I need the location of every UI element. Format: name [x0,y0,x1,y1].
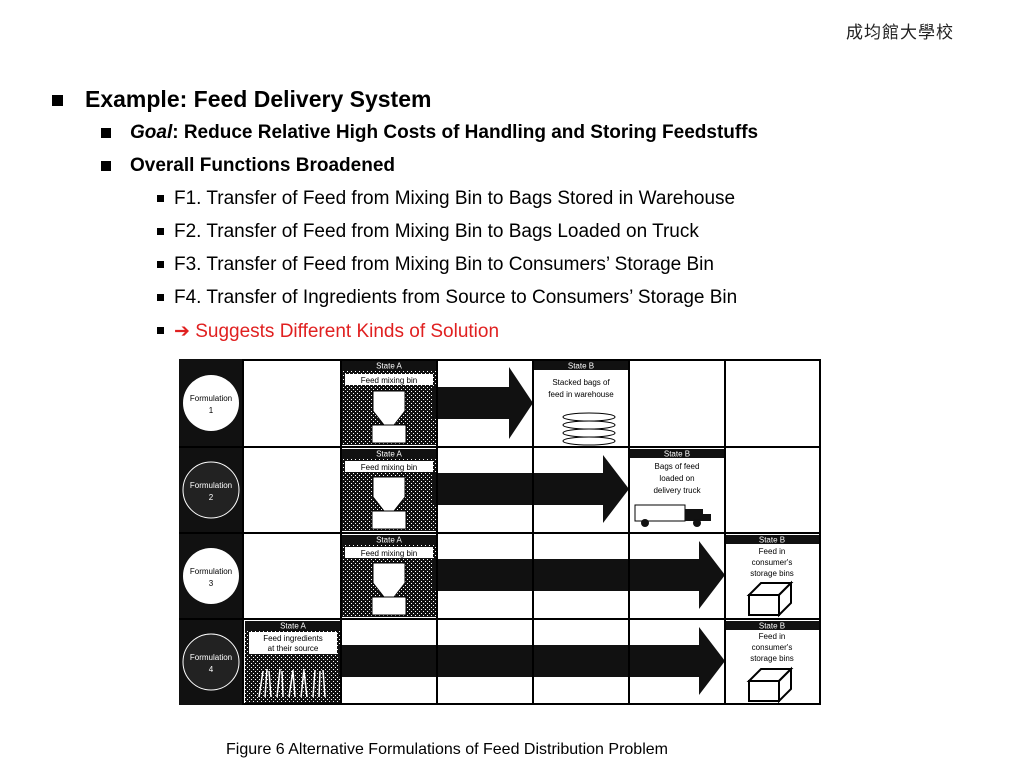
formulation-1-state-b-line1: Stacked bags of [552,378,610,387]
formulation-3-storage-bin-icon [746,580,794,618]
formulation-2-label: Formulation [190,481,232,490]
formulation-4-state-a-line1: Feed ingredients [263,634,323,643]
bullet-square-icon [157,327,164,334]
formulation-4-storage-bin-icon [746,666,794,704]
formulation-4-state-b-line2: consumer's [752,643,793,652]
right-arrow-icon: ➔ [174,320,190,342]
formulation-1-state-a-text: Feed mixing bin [361,376,417,385]
university-logo-text: 成均館大學校 [846,23,954,43]
formulation-2-state-b-line2: loaded on [659,474,694,483]
bullet-square-icon [157,294,164,301]
formulation-4-number: 4 [209,665,214,674]
goal-label: Goal [130,122,173,143]
bullet-square-icon [157,195,164,202]
figure-grid [179,359,821,705]
formulation-1-state-b-line2: feed in warehouse [548,390,614,399]
formulation-3-state-a-text: Feed mixing bin [361,549,417,558]
function-f1: F1. Transfer of Feed from Mixing Bin to … [174,188,736,209]
formulation-1-number: 1 [209,406,214,415]
formulation-1-state-b-title: State B [568,362,594,371]
figure-caption: Figure 6 Alternative Formulations of Fee… [226,741,668,758]
formulation-2-badge [182,461,240,519]
formulation-2-state-b-line1: Bags of feed [655,462,700,471]
formulation-3-badge [183,548,239,604]
formulation-4-state-b-title: State B [759,622,785,631]
conclusion-line: ➔ Suggests Different Kinds of Solution [174,320,499,343]
formulation-4-state-b-line3: storage bins [750,654,794,663]
formulation-3-number: 3 [209,579,214,588]
formulation-row-1: Formulation 1 State A Feed mixing bin St… [179,359,629,447]
bullet-square-icon [101,128,111,138]
conclusion-text: Suggests Different Kinds of Solution [195,321,500,342]
formulation-2-number: 2 [209,493,214,502]
formulation-2-state-a-title: State A [376,450,402,459]
formulation-row-2: Formulation 2 State A Feed mixing bin St… [179,447,725,533]
feed-ingredients-icon [258,668,326,698]
formulation-4-label: Formulation [190,653,232,662]
function-f4: F4. Transfer of Ingredients from Source … [174,287,738,308]
function-f2: F2. Transfer of Feed from Mixing Bin to … [174,221,699,242]
slide-heading: Example: Feed Delivery System [85,86,432,112]
formulation-4-badge [182,633,240,691]
delivery-truck-icon [634,504,711,527]
formulation-row-3: Formulation 3 State A Feed mixing bin St… [179,533,819,619]
formulation-row-4: Formulation 4 State A Feed ingredients a… [179,619,819,705]
bullet-square-icon [157,261,164,268]
function-f3: F3. Transfer of Feed from Mixing Bin to … [174,254,714,275]
formulation-3-state-b-line3: storage bins [750,569,794,578]
formulation-2-state-b-line3: delivery truck [653,486,701,495]
formulation-1-label: Formulation [190,394,232,403]
formulation-2-state-a-text: Feed mixing bin [361,463,417,472]
goal-text: : Reduce Relative High Costs of Handling… [172,122,759,143]
formulation-3-state-b-title: State B [759,536,785,545]
formulation-3-state-b-line1: Feed in [759,547,786,556]
formulation-2-state-b-title: State B [664,450,690,459]
bullet-square-icon [52,95,63,106]
formulation-1-state-a-title: State A [376,362,402,371]
functions-heading: Overall Functions Broadened [130,155,395,176]
formulation-3-state-a-title: State A [376,536,402,545]
formulation-2-transfer-arrow [433,455,629,523]
goal-line: Goal: Reduce Relative High Costs of Hand… [130,122,758,144]
bullet-square-icon [101,161,111,171]
formulation-4-state-a-title: State A [280,622,306,631]
formulation-3-transfer-arrow [433,541,725,609]
formulation-4-state-a-line2: at their source [268,644,319,653]
bullet-square-icon [157,228,164,235]
formulation-3-label: Formulation [190,567,232,576]
formulation-1-stacked-bags-icon [562,412,616,446]
feed-distribution-figure: Formulation 1 State A Feed mixing bin St… [179,359,821,705]
formulation-1-badge [183,375,239,431]
formulation-1-transfer-arrow [433,367,533,439]
formulation-3-state-b-line2: consumer's [752,558,793,567]
formulation-4-state-b-line1: Feed in [759,632,786,641]
